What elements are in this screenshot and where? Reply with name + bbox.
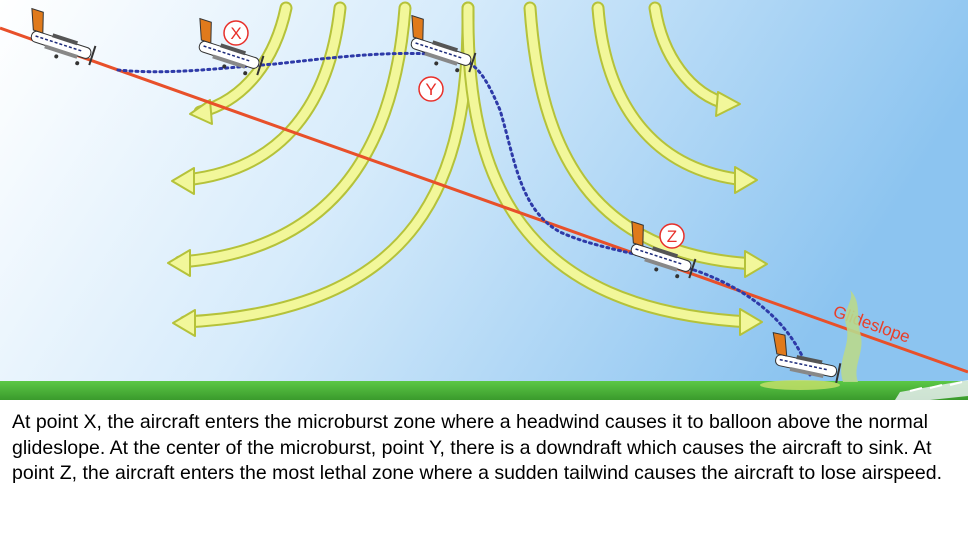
aircraft-y-icon bbox=[410, 14, 477, 73]
runway bbox=[895, 380, 968, 400]
point-marker-y: Y bbox=[418, 76, 444, 102]
flight-path bbox=[116, 51, 812, 377]
aircraft-z-icon bbox=[630, 220, 697, 279]
ground bbox=[0, 381, 968, 400]
point-label-x: X bbox=[230, 24, 241, 43]
wind-arrow-right-4 bbox=[461, 1, 757, 329]
aircraft-x-icon bbox=[198, 17, 265, 76]
point-marker-z: Z bbox=[659, 223, 685, 249]
point-label-z: Z bbox=[667, 227, 677, 246]
aircraft-start-icon bbox=[30, 7, 97, 66]
point-label-y: Y bbox=[425, 80, 436, 99]
runway-markings bbox=[909, 381, 963, 392]
wind-arrow-right-3 bbox=[523, 1, 762, 271]
aircraft-icons bbox=[30, 7, 842, 384]
point-marker-x: X bbox=[223, 20, 249, 46]
wind-arrow-left-3 bbox=[173, 1, 412, 269]
microburst-diagram: Glideslope bbox=[0, 0, 968, 400]
wind-arrowheads bbox=[167, 91, 768, 337]
microburst-wind-arrows bbox=[173, 1, 762, 329]
sky-background bbox=[0, 0, 968, 382]
aircraft-crash-icon bbox=[772, 332, 842, 384]
crash-smoke bbox=[760, 290, 862, 390]
wind-arrow-right-1 bbox=[648, 1, 735, 111]
wind-arrow-left-2 bbox=[178, 1, 347, 187]
glideslope-line bbox=[0, 26, 968, 374]
wind-arrow-right-2 bbox=[591, 1, 752, 187]
wind-arrow-left-1 bbox=[193, 1, 293, 119]
diagram-caption: At point X, the aircraft enters the micr… bbox=[12, 411, 943, 484]
